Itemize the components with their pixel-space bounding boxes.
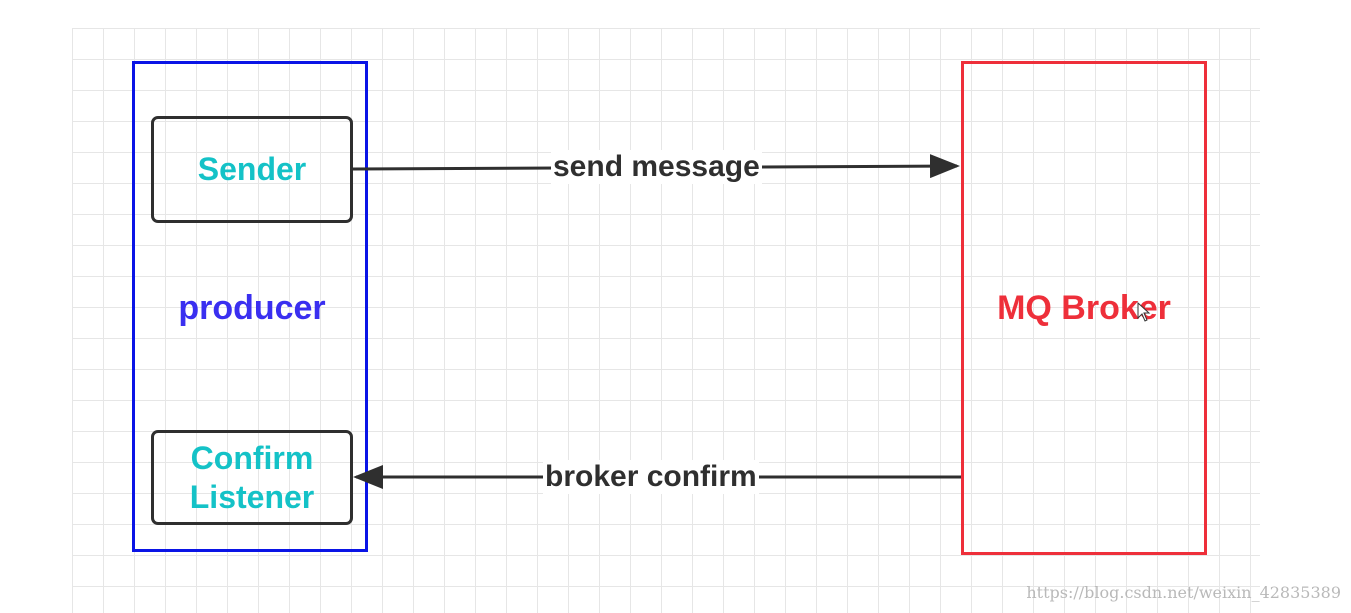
confirm-listener-node: Confirm Listener — [151, 430, 353, 525]
sender-node: Sender — [151, 116, 353, 223]
grid-background — [72, 28, 1260, 613]
confirm-listener-label: Confirm Listener — [189, 439, 315, 515]
broker-confirm-label: broker confirm — [543, 460, 759, 494]
producer-container — [132, 61, 368, 552]
broker-container — [961, 61, 1207, 555]
sender-label: Sender — [197, 151, 307, 187]
watermark-text: https://blog.csdn.net/weixin_42835389 — [1026, 583, 1341, 602]
send-message-label: send message — [551, 150, 762, 184]
mouse-pointer-icon — [1137, 302, 1151, 322]
producer-label: producer — [178, 289, 326, 327]
